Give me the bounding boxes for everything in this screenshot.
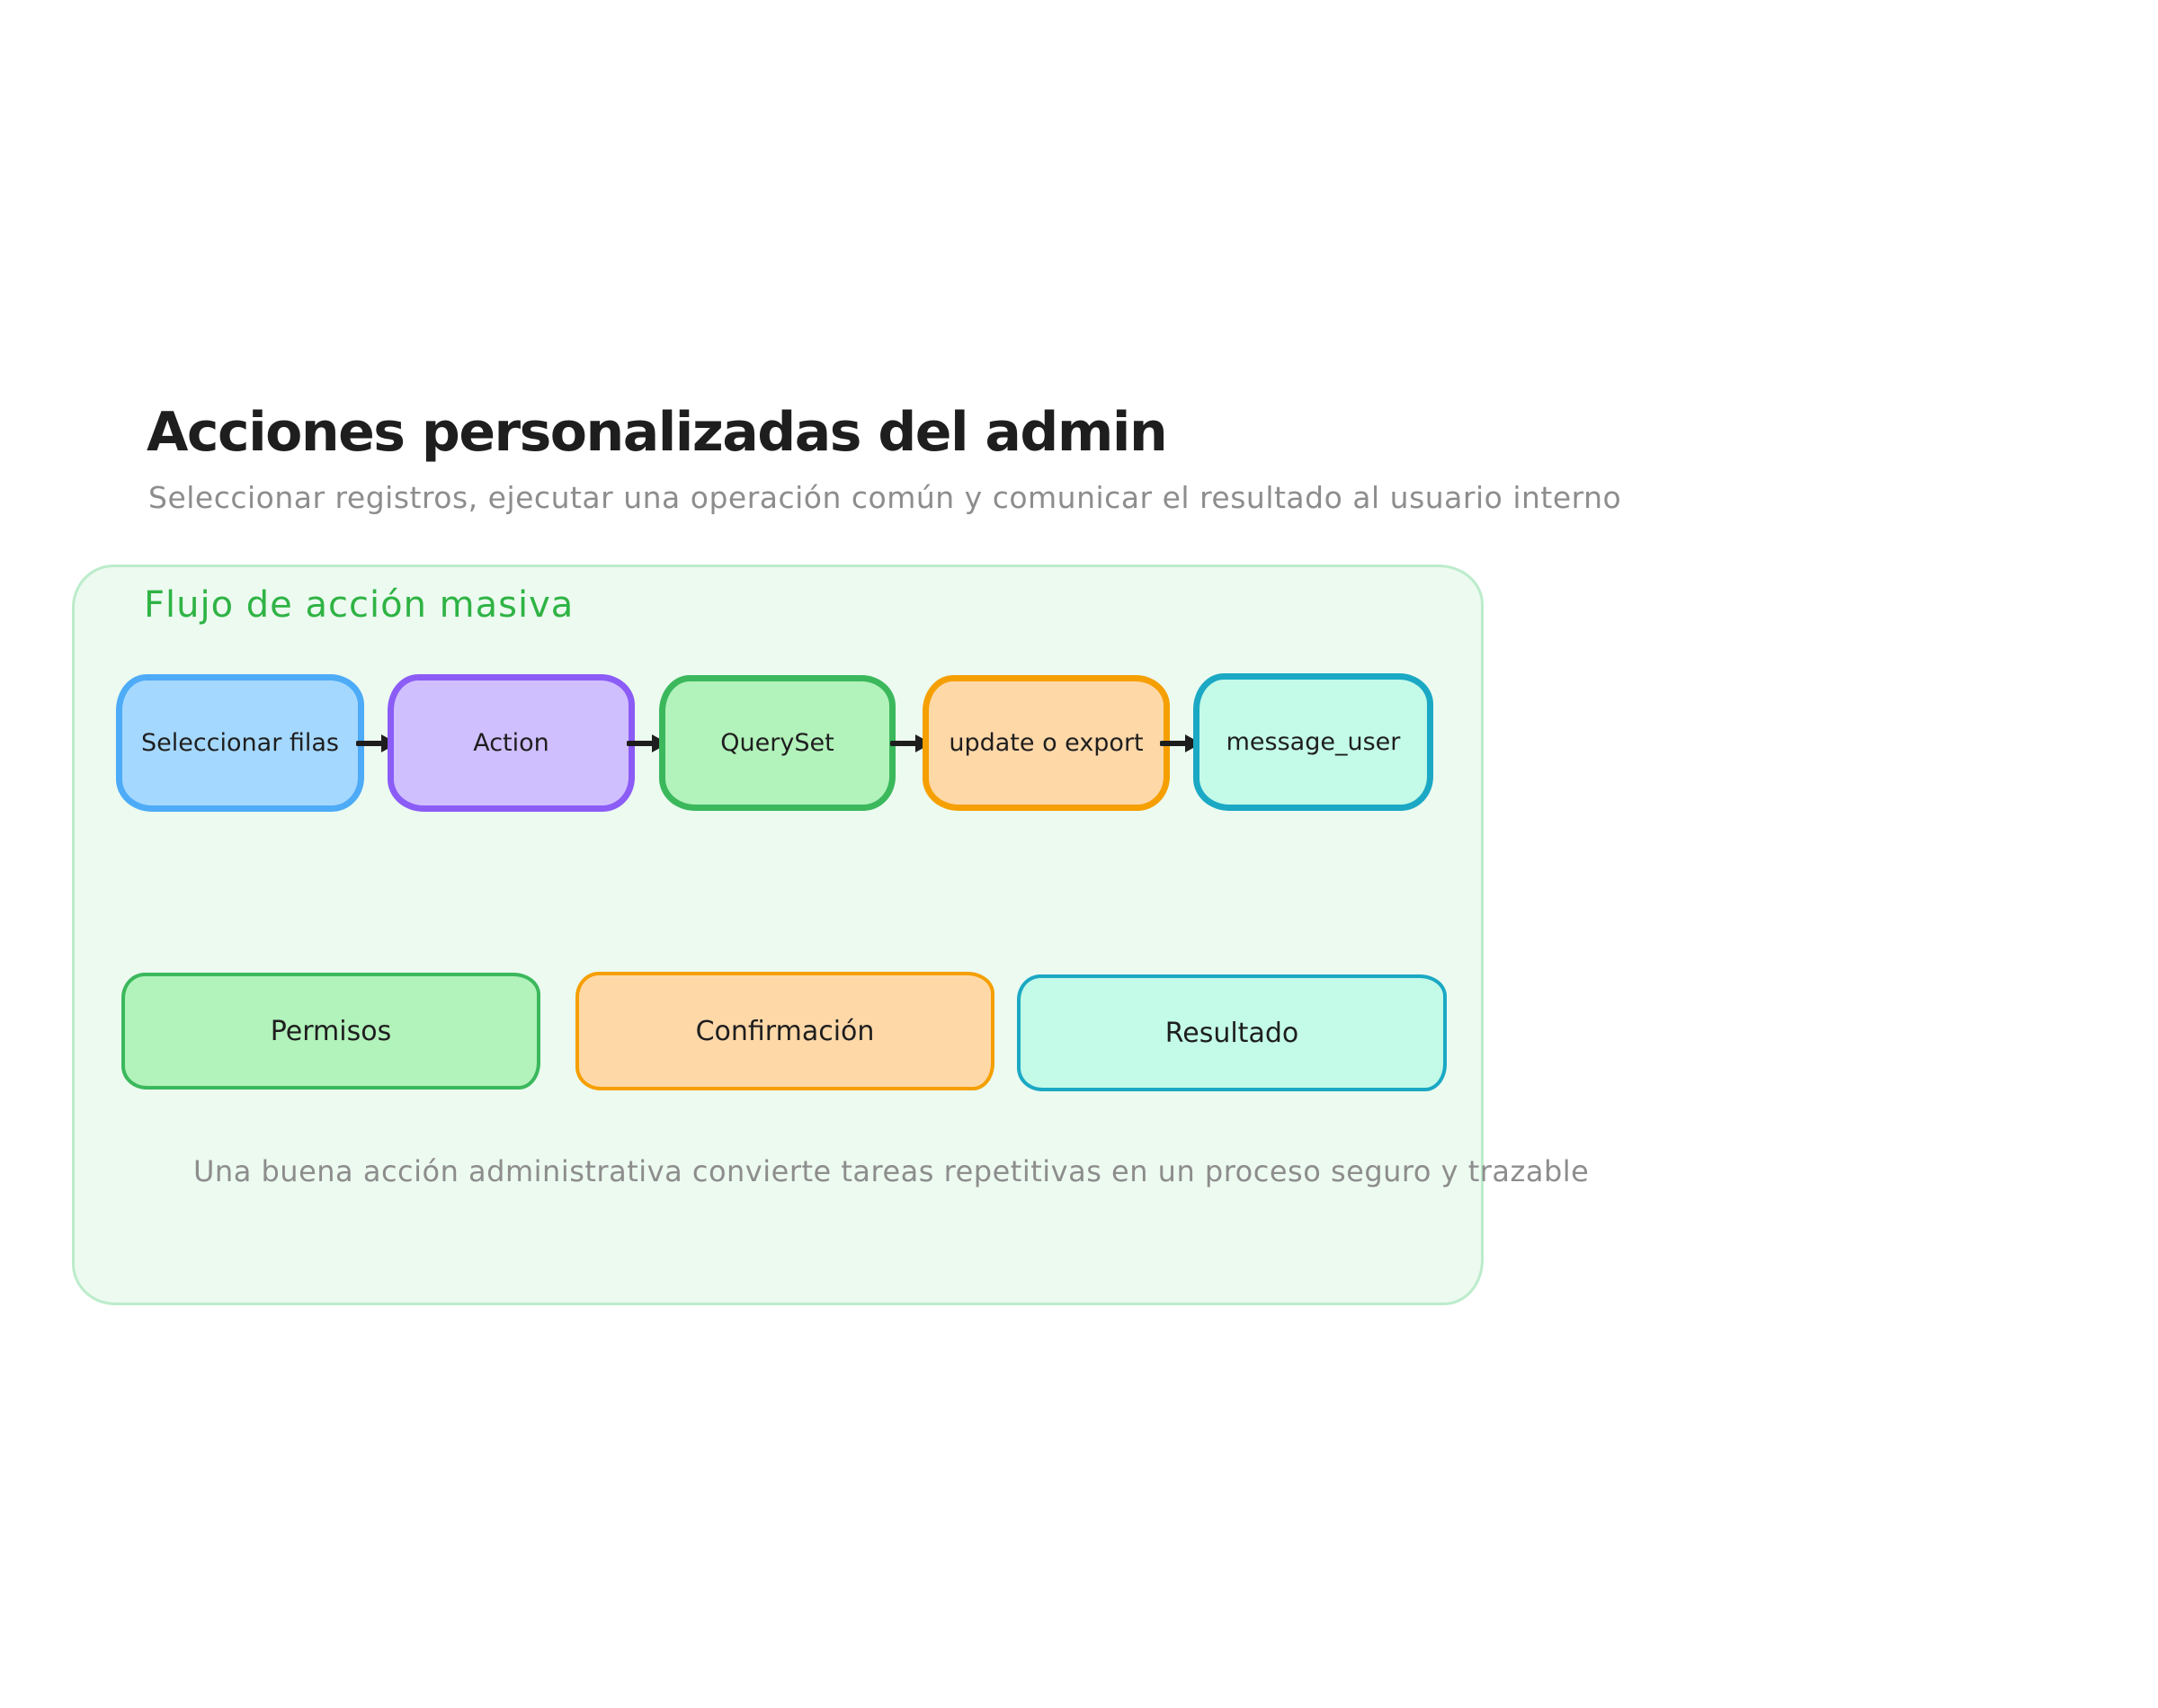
page-title: Acciones personalizadas del admin	[147, 401, 1168, 464]
flow-caption: Una buena acción administrativa conviert…	[193, 1154, 1590, 1188]
page-subtitle: Seleccionar registros, ejecutar una oper…	[148, 480, 1622, 515]
flow-node-label: update o export	[949, 729, 1144, 757]
support-box-label: Permisos	[270, 1015, 392, 1047]
flow-node-label: Seleccionar filas	[140, 729, 340, 757]
support-box-resultado[interactable]: Resultado	[1017, 974, 1447, 1091]
flow-node-label: QuerySet	[720, 729, 834, 757]
support-box-label: Resultado	[1164, 1017, 1299, 1049]
support-box-label: Confirmación	[695, 1015, 875, 1047]
flow-node-message-user[interactable]: message_user	[1193, 673, 1433, 811]
flow-node-seleccionar-filas[interactable]: Seleccionar filas	[116, 674, 364, 812]
frame-label: Flujo de acción masiva	[144, 584, 575, 626]
flow-node-update-o-export[interactable]: update o export	[923, 675, 1170, 811]
support-box-permisos[interactable]: Permisos	[121, 973, 540, 1090]
flow-node-label: message_user	[1226, 728, 1401, 756]
support-box-confirmacion[interactable]: Confirmación	[575, 972, 994, 1090]
flow-node-label: Action	[473, 729, 549, 757]
flow-node-queryset[interactable]: QuerySet	[659, 675, 896, 811]
flow-node-action[interactable]: Action	[388, 674, 635, 812]
